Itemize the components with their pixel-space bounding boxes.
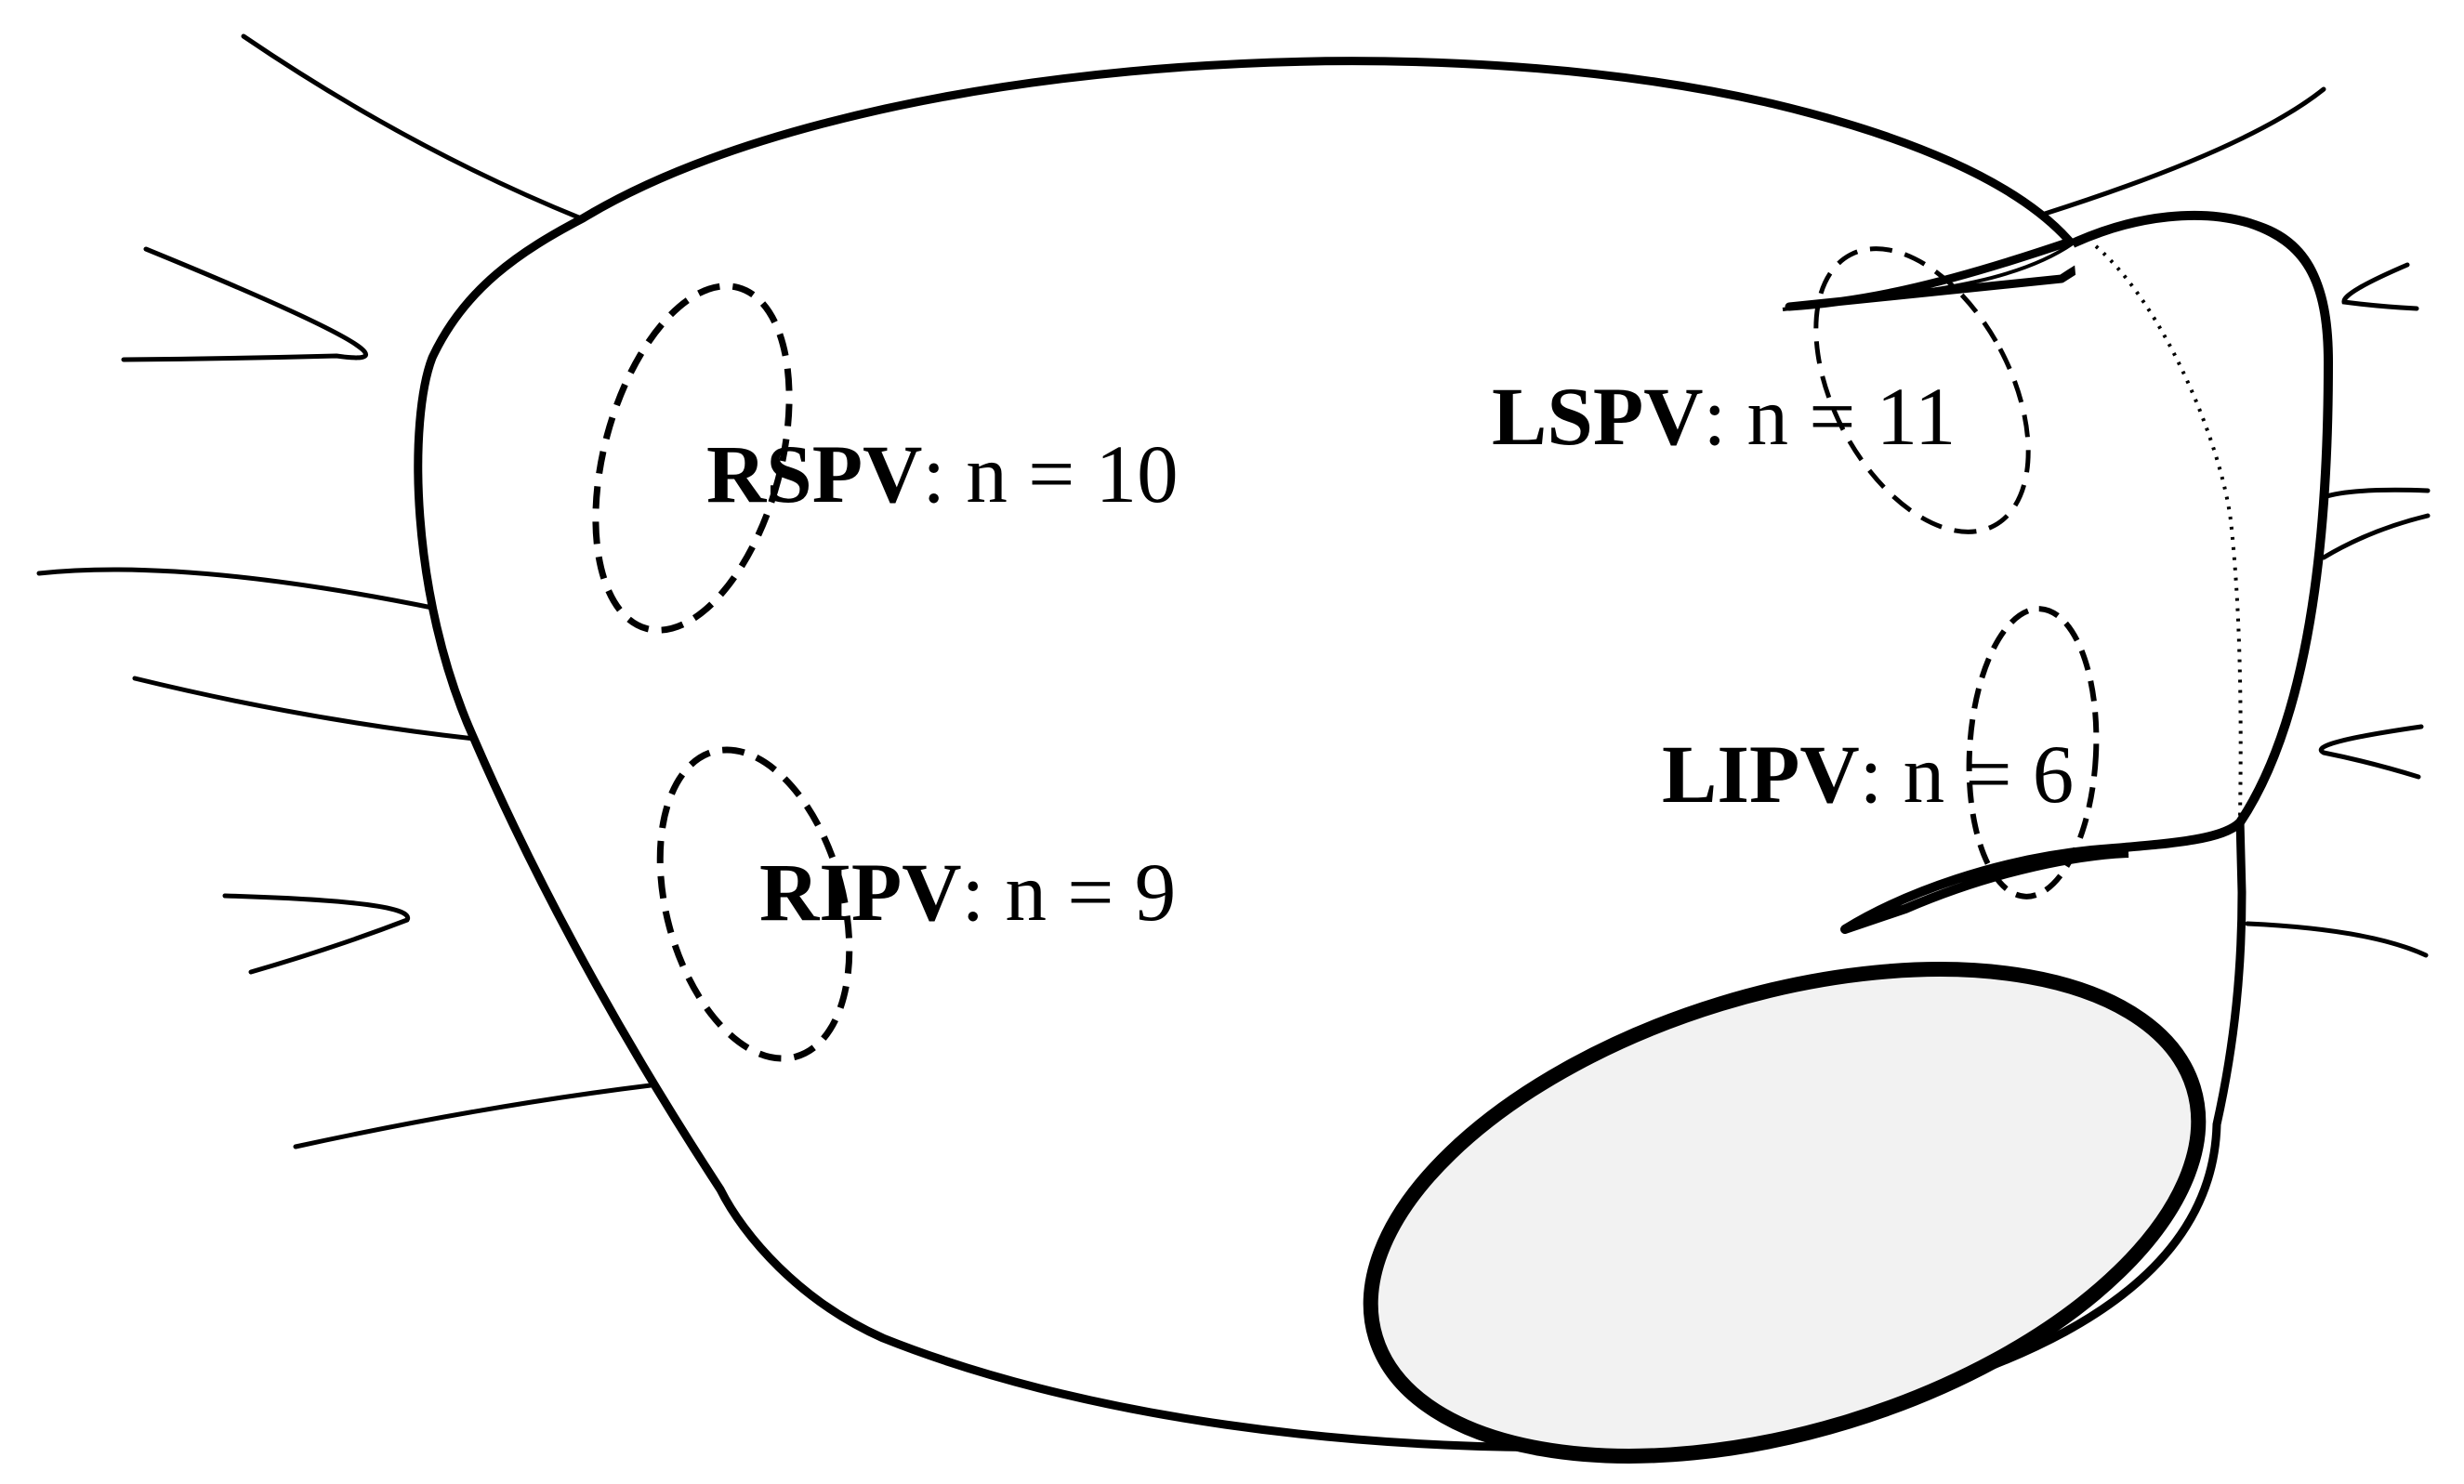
lspv-label-vein: LSPV bbox=[1492, 372, 1704, 463]
vessel-line-top-right bbox=[2042, 86, 2326, 217]
vessel-line-left-2 bbox=[132, 676, 477, 742]
lipv-label: LIPV: n = 6 bbox=[1662, 729, 2074, 821]
appendage-dotted-boundary bbox=[2094, 244, 2243, 819]
vessel-line-bottom-left bbox=[293, 1083, 653, 1149]
rspv-label-count: : n = 10 bbox=[922, 429, 1178, 520]
vessel-line-bottom-right bbox=[2245, 921, 2429, 958]
vessel-line-hook-upper-left bbox=[121, 246, 368, 362]
ripv-label-count: : n = 9 bbox=[962, 847, 1177, 939]
lipv-label-vein: LIPV bbox=[1662, 729, 1860, 821]
ablation-ellipses bbox=[592, 246, 2100, 1062]
lspv-label-count: : n = 11 bbox=[1704, 372, 1957, 463]
ripv-ellipse bbox=[656, 746, 853, 1062]
mitral-valve-opening bbox=[1363, 962, 2207, 1464]
vessel-lines bbox=[36, 33, 2431, 1149]
vessel-line-right-2 bbox=[2321, 513, 2431, 560]
lipv-label-count: : n = 6 bbox=[1860, 729, 2075, 821]
rspv-ellipse bbox=[592, 282, 793, 634]
vessel-line-right-1 bbox=[2321, 487, 2431, 500]
vessel-line-left-1 bbox=[36, 567, 440, 611]
vessel-line-top-left bbox=[241, 33, 584, 221]
lspv-label: LSPV: n = 11 bbox=[1492, 372, 1956, 463]
vessel-line-hook-lower-right bbox=[2318, 724, 2424, 780]
rspv-label: RSPV: n = 10 bbox=[706, 429, 1179, 520]
ripv-label: RIPV: n = 9 bbox=[759, 847, 1176, 939]
vessel-line-hook-upper-right bbox=[2341, 262, 2419, 311]
lipv-ellipse bbox=[1966, 606, 2100, 900]
rspv-label-vein: RSPV bbox=[706, 429, 922, 520]
ripv-label-vein: RIPV bbox=[759, 847, 962, 939]
lspv-entry-line bbox=[1782, 242, 2075, 311]
lspv-ellipse bbox=[1813, 246, 2031, 534]
vessel-line-hook-lower-left bbox=[222, 893, 411, 975]
